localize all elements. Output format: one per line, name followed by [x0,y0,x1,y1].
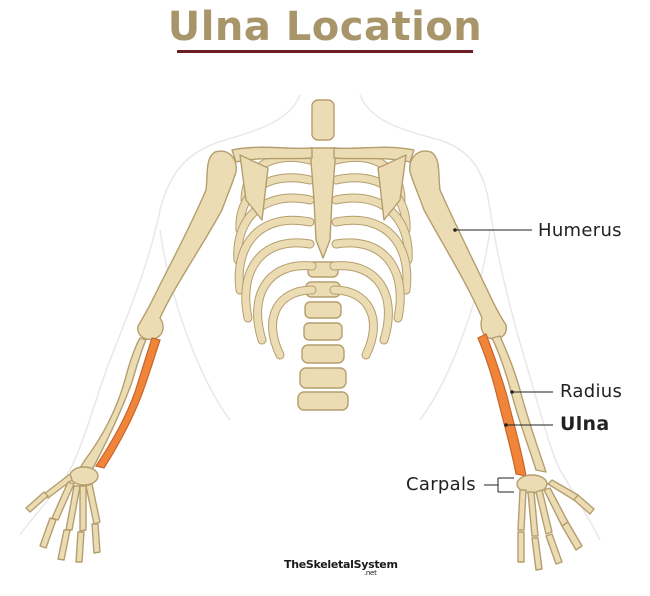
clavicle-right [333,146,415,163]
scapula-right [377,154,407,221]
brand-name: TheSkeletalSystem [284,558,398,571]
radius-label: Radius [560,381,623,402]
radius-right [491,335,547,473]
sternum [309,147,337,259]
brand-suffix: .net [364,569,377,577]
scapula-left [239,154,269,221]
hand-right [516,474,595,571]
humerus-right [409,150,507,340]
clavicle-left [231,146,313,163]
ulna-label: Ulna [560,413,610,435]
body-silhouette [19,94,601,541]
page-title: Ulna Location [167,4,483,50]
humerus-left [137,150,237,340]
title-underline [177,50,473,53]
humerus-label: Humerus [538,220,622,241]
brand-logo: TheSkeletalSystem .net [284,558,398,577]
carpals-leader [484,477,514,493]
carpals-label: Carpals [406,474,476,495]
hand-left [25,466,101,563]
ulna-left [95,337,161,469]
